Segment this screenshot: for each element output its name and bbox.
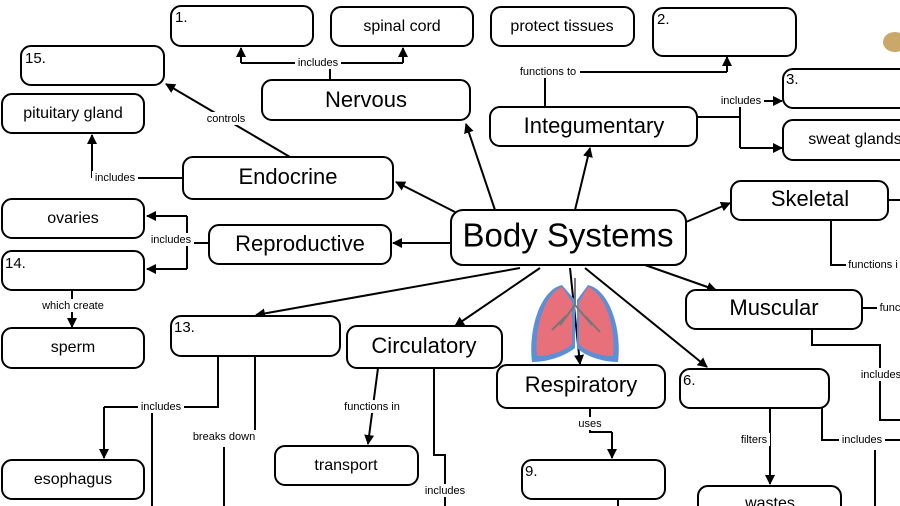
node-endocrine[interactable]: Endocrine <box>182 156 394 200</box>
link-label: which create <box>41 300 104 312</box>
link-label: functions in <box>344 401 400 413</box>
node-label: 6. <box>683 372 696 389</box>
node-label: Skeletal <box>771 186 849 211</box>
decorative-blob <box>883 32 900 52</box>
node-label: 14. <box>5 255 26 272</box>
link-label: includes <box>298 57 339 69</box>
node-14[interactable]: 14. <box>1 250 145 291</box>
node-label: Muscular <box>729 295 818 320</box>
node-label: 15. <box>25 50 46 67</box>
link-label: uses <box>578 418 602 430</box>
node-transport[interactable]: transport <box>274 445 419 486</box>
node-label: transport <box>314 457 378 474</box>
node-nervous[interactable]: Nervous <box>261 79 471 121</box>
node-label: 1. <box>175 9 188 26</box>
node-label: protect tissues <box>510 18 613 35</box>
link-label: includes <box>95 172 136 184</box>
node-label: spinal cord <box>363 18 440 35</box>
node-label: 3. <box>786 71 799 88</box>
node-circulatory[interactable]: Circulatory <box>346 325 503 369</box>
node-protect-tissues[interactable]: protect tissues <box>490 6 635 47</box>
node-6[interactable]: 6. <box>679 368 830 409</box>
node-skeletal[interactable]: Skeletal <box>730 180 889 221</box>
link-label: filters <box>741 434 768 446</box>
node-pituitary-gland[interactable]: pituitary gland <box>1 93 145 134</box>
node-reproductive[interactable]: Reproductive <box>208 224 392 265</box>
node-sperm[interactable]: sperm <box>1 327 145 369</box>
node-sweat-glands[interactable]: sweat glands <box>782 119 900 161</box>
node-label: Respiratory <box>525 372 637 397</box>
node-label: wastes <box>744 495 795 506</box>
node-label: esophagus <box>34 471 112 488</box>
node-label: 2. <box>657 11 670 28</box>
link-label: functions i <box>848 259 898 271</box>
node-13[interactable]: 13. <box>170 315 341 357</box>
node-2[interactable]: 2. <box>652 7 797 57</box>
node-label: Reproductive <box>235 231 365 256</box>
link-label: includes <box>861 369 900 381</box>
link-label: controls <box>207 113 246 125</box>
node-label: 13. <box>174 319 195 336</box>
link-label: includes <box>151 234 192 246</box>
node-label: Circulatory <box>371 333 476 358</box>
node-muscular[interactable]: Muscular <box>685 289 863 330</box>
lungs-image <box>531 278 619 362</box>
node-3[interactable]: 3. <box>782 68 900 109</box>
node-wastes[interactable]: wastes <box>697 485 842 506</box>
node-9[interactable]: 9. <box>521 459 666 500</box>
link-label: includes <box>842 434 883 446</box>
node-label: Endocrine <box>238 164 337 189</box>
node-spinal-cord[interactable]: spinal cord <box>330 6 474 47</box>
node-label: 9. <box>525 463 538 480</box>
link-label: breaks down <box>193 431 255 443</box>
node-label: pituitary gland <box>23 105 123 122</box>
link-label: includes <box>425 485 466 497</box>
link-label: functions to <box>520 66 576 78</box>
link-labels: includes functions to includes controls … <box>38 56 900 497</box>
link-label: includes <box>721 95 762 107</box>
node-1[interactable]: 1. <box>170 5 314 47</box>
node-label: Body Systems <box>463 217 674 254</box>
node-label: sperm <box>51 339 95 356</box>
node-label: ovaries <box>47 210 99 227</box>
node-15[interactable]: 15. <box>20 45 165 86</box>
link-label: func <box>880 302 900 314</box>
node-esophagus[interactable]: esophagus <box>1 459 145 500</box>
link-label: includes <box>141 401 182 413</box>
node-label: sweat glands <box>808 131 900 148</box>
node-body-systems[interactable]: Body Systems <box>450 209 687 266</box>
node-ovaries[interactable]: ovaries <box>1 198 145 239</box>
node-respiratory[interactable]: Respiratory <box>496 364 666 409</box>
node-integumentary[interactable]: Integumentary <box>489 106 698 147</box>
node-label: Nervous <box>325 87 407 112</box>
node-label: Integumentary <box>524 113 665 138</box>
